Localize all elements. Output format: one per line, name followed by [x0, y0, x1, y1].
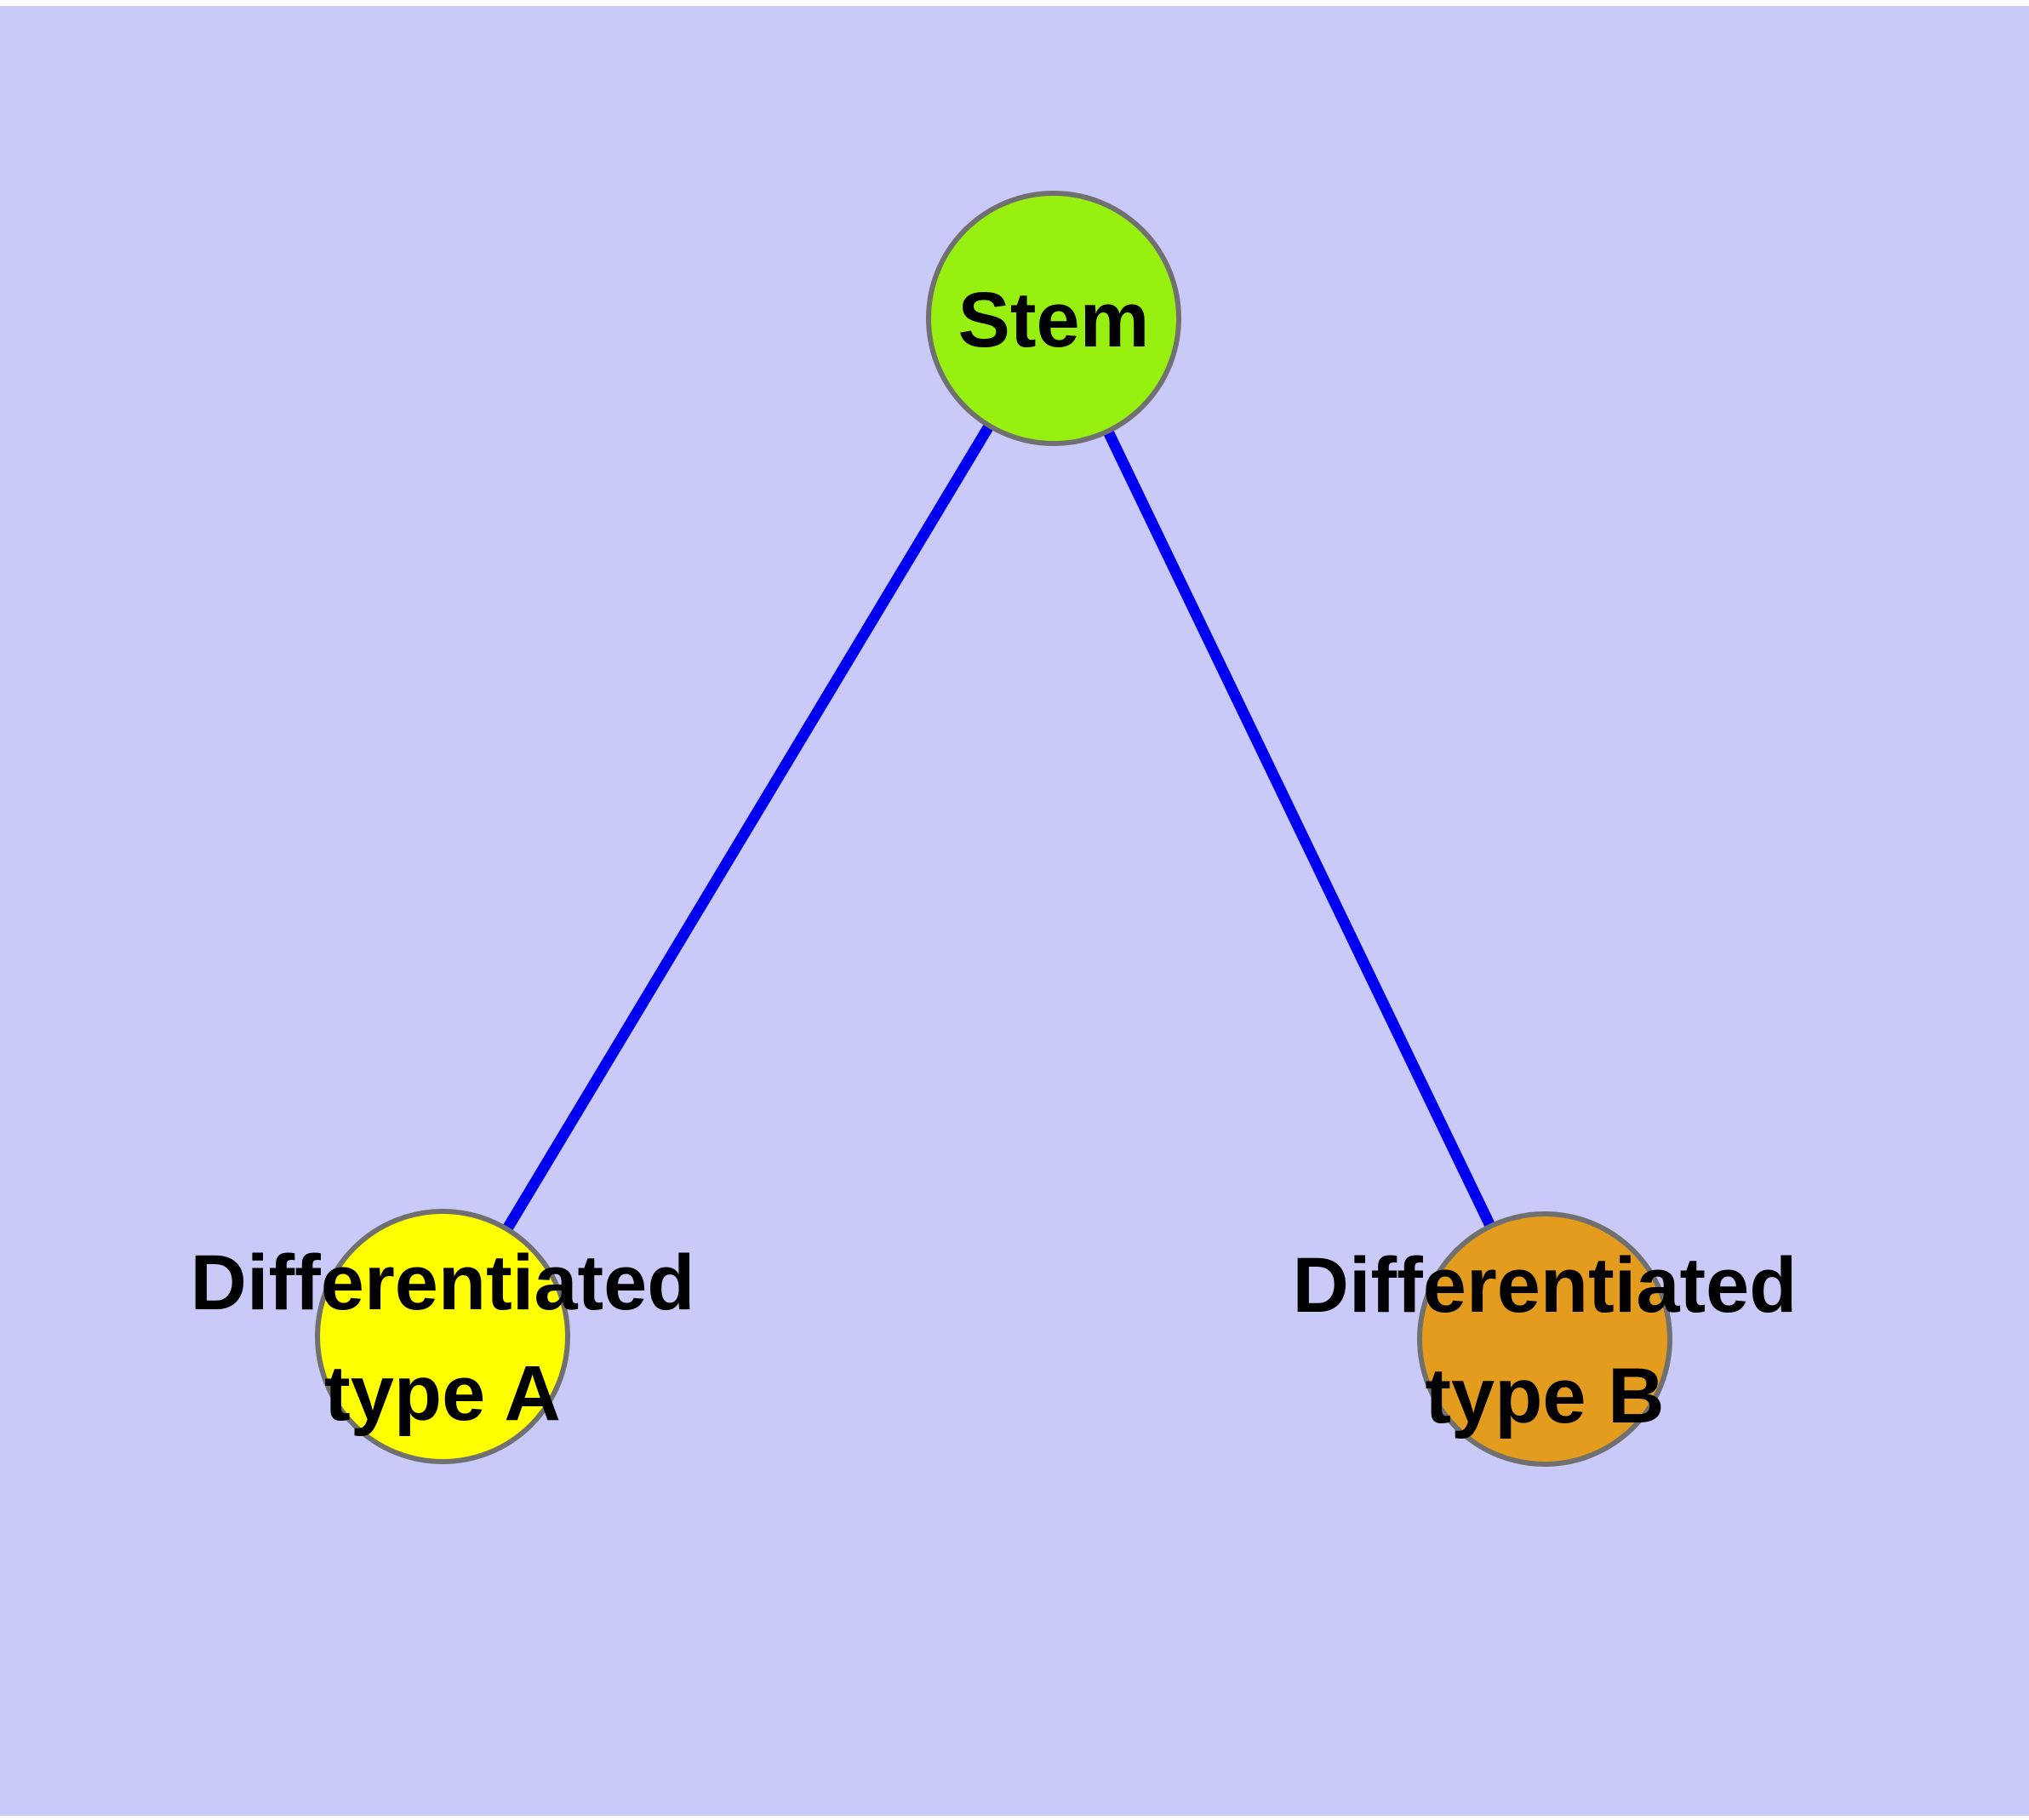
- node-type-b-label-line2: type B: [1425, 1353, 1664, 1439]
- edge-stem-to-type-a: [437, 315, 1059, 1340]
- node-type-a-label-line1: Differentiated: [191, 1239, 695, 1326]
- edge-stem-to-type-b: [1049, 316, 1550, 1342]
- node-stem-label: Stem: [958, 277, 1150, 363]
- node-type-a-label-line2: type A: [324, 1350, 561, 1437]
- node-type-b: [1417, 1211, 1672, 1467]
- node-type-b-label-line1: Differentiated: [1293, 1242, 1798, 1329]
- node-stem: [926, 191, 1181, 446]
- node-type-a: [315, 1209, 570, 1464]
